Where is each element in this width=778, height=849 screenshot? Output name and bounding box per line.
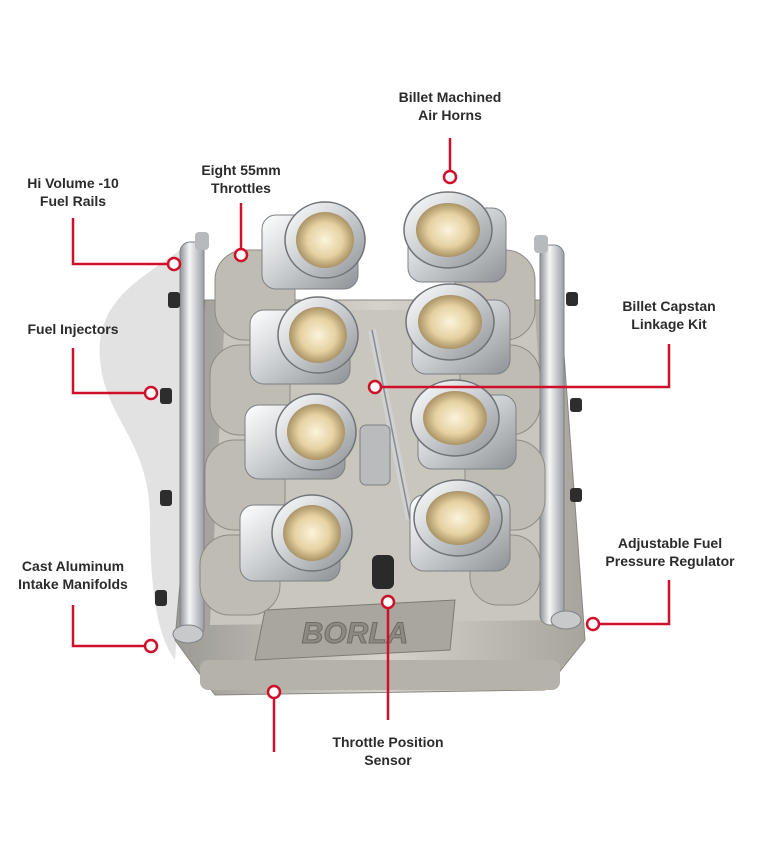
injector-fittings — [155, 292, 582, 606]
leader-manifolds — [71, 605, 145, 648]
leader-dots — [143, 169, 601, 700]
leader-regulator — [599, 580, 671, 626]
product-shadow — [99, 250, 200, 660]
capstan-linkage — [359, 329, 414, 521]
leader-fuel-rails — [71, 218, 168, 266]
throttle-position-sensor — [372, 555, 394, 589]
manifold-foot — [200, 660, 560, 690]
throttle-body-l2 — [249, 296, 359, 385]
throttle-body-l1 — [261, 201, 366, 290]
label-fuel-injectors: Fuel Injectors — [27, 321, 119, 337]
fuel-rail-right — [534, 235, 582, 630]
throttle-body-r2 — [405, 283, 511, 375]
throttle-body-r1 — [403, 191, 507, 283]
throttle-bodies — [239, 191, 517, 582]
leader-lines — [71, 138, 671, 752]
throttle-body-r3 — [410, 379, 517, 470]
leader-linkage — [381, 344, 671, 389]
throttle-body-l3 — [244, 393, 357, 480]
leader-fuel-injectors — [71, 348, 145, 395]
svg-text:BORLA: BORLA — [302, 617, 409, 650]
fuel-rail-left — [172, 232, 209, 644]
throttle-body-r4 — [409, 479, 511, 572]
borla-logo: BORLA — [254, 599, 456, 661]
throttle-body-l4 — [239, 494, 353, 582]
